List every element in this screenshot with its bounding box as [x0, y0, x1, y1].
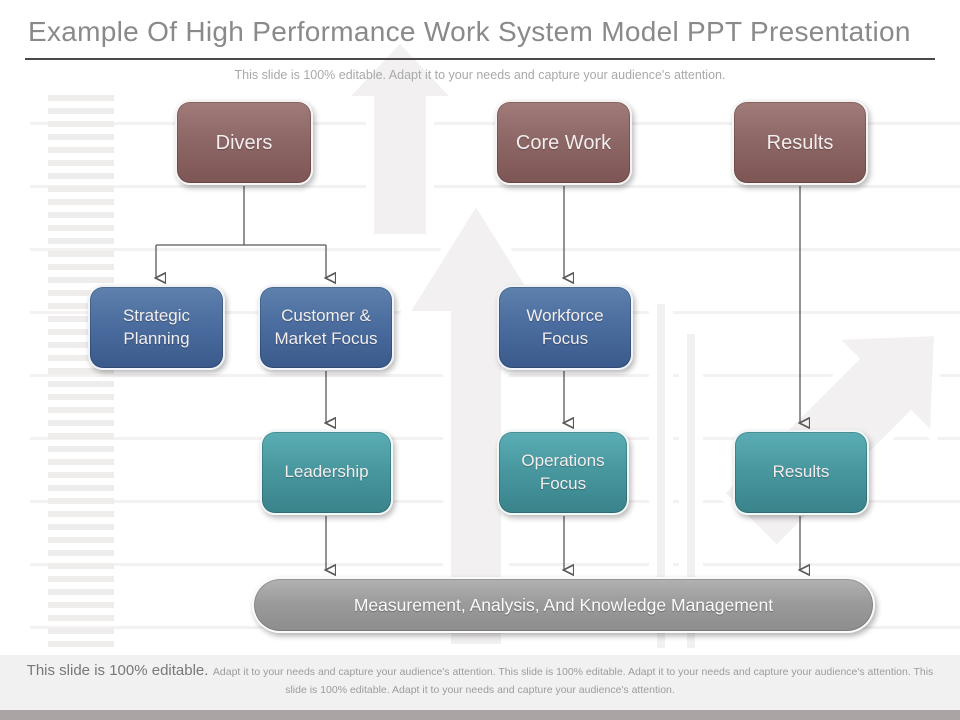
- node-operations-focus[interactable]: Operations Focus: [497, 430, 629, 515]
- footer-rest-text: Adapt it to your needs and capture your …: [212, 666, 934, 696]
- node-results-bottom[interactable]: Results: [733, 430, 869, 515]
- footer-band: This slide is 100% editable. Adapt it to…: [0, 655, 960, 710]
- background-dash-column: [48, 95, 114, 651]
- node-core-work[interactable]: Core Work: [495, 100, 632, 185]
- slide-subtitle: This slide is 100% editable. Adapt it to…: [234, 68, 726, 82]
- title-underline: [25, 58, 935, 60]
- footer-lead-text: This slide is 100% editable.: [26, 662, 209, 679]
- node-strategic-planning[interactable]: Strategic Planning: [88, 285, 225, 370]
- node-measurement-bar[interactable]: Measurement, Analysis, And Knowledge Man…: [252, 577, 875, 633]
- footer-bottom-strip: [0, 710, 960, 720]
- node-divers[interactable]: Divers: [175, 100, 313, 185]
- slide-title: Example Of High Performance Work System …: [28, 16, 911, 47]
- background-gridlines: [30, 122, 960, 638]
- node-customer-market-focus[interactable]: Customer & Market Focus: [258, 285, 394, 370]
- node-leadership[interactable]: Leadership: [260, 430, 393, 515]
- node-results-top[interactable]: Results: [732, 100, 868, 185]
- node-workforce-focus[interactable]: Workforce Focus: [497, 285, 633, 370]
